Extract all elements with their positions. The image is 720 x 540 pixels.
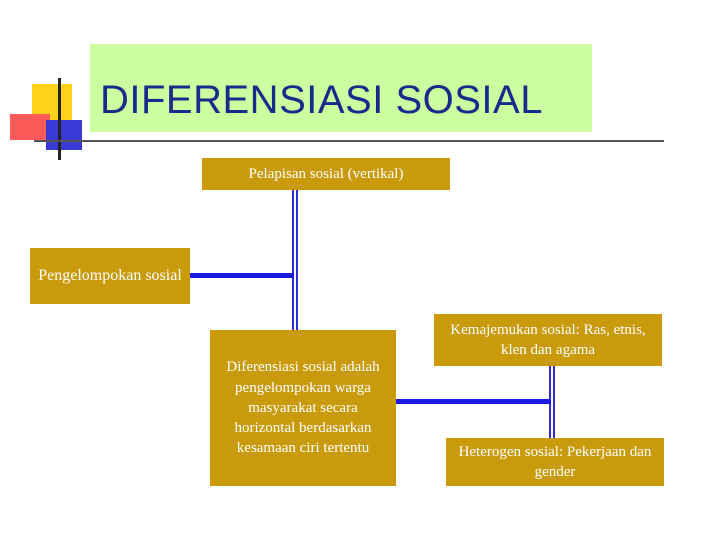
node-pelapisan-sosial: Pelapisan sosial (vertikal): [202, 158, 450, 190]
node-pengelompokan-sosial: Pengelompokan sosial: [30, 248, 190, 304]
logo-red-square: [10, 114, 50, 140]
connector-horizontal-left: [190, 273, 294, 278]
node-diferensiasi-definition: Diferensiasi sosial adalah pengelompokan…: [210, 330, 396, 486]
title-banner: [90, 44, 592, 132]
node-kemajemukan-sosial: Kemajemukan sosial: Ras, etnis, klen dan…: [434, 314, 662, 366]
page-title: DIFERENSIASI SOSIAL: [100, 78, 543, 122]
node-heterogen-sosial: Heterogen sosial: Pekerjaan dan gender: [446, 438, 664, 486]
logo-vertical-line: [58, 78, 61, 160]
connector-horizontal-right: [396, 399, 551, 404]
title-underline: [34, 140, 664, 142]
logo-blue-square: [46, 120, 82, 150]
connector-vertical-main: [292, 190, 298, 330]
